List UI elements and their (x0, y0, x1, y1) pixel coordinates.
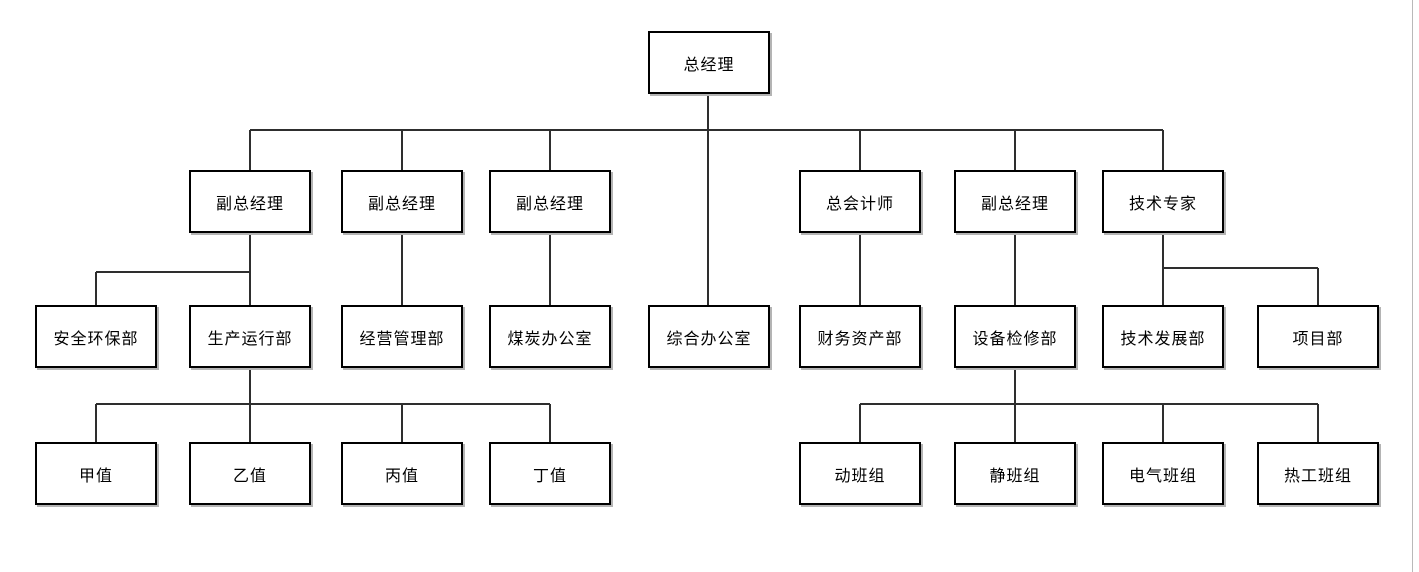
org-node-equipment-maintenance-dept: 设备检修部 (954, 305, 1076, 368)
org-node-static-team: 静班组 (954, 442, 1076, 505)
org-node-shift-d: 丁值 (489, 442, 611, 505)
org-node-deputy-gm-2: 副总经理 (341, 170, 463, 233)
org-node-safety-env-dept: 安全环保部 (35, 305, 157, 368)
org-node-finance-assets-dept: 财务资产部 (799, 305, 921, 368)
org-node-tech-development-dept: 技术发展部 (1102, 305, 1224, 368)
org-node-deputy-gm-3: 副总经理 (489, 170, 611, 233)
org-node-dynamic-team: 动班组 (799, 442, 921, 505)
org-node-deputy-gm-1: 副总经理 (189, 170, 311, 233)
org-node-coal-office: 煤炭办公室 (489, 305, 611, 368)
org-node-project-dept: 项目部 (1257, 305, 1379, 368)
org-node-technical-expert: 技术专家 (1102, 170, 1224, 233)
org-node-shift-a: 甲值 (35, 442, 157, 505)
org-node-business-management-dept: 经营管理部 (341, 305, 463, 368)
org-node-shift-b: 乙值 (189, 442, 311, 505)
org-node-general-office: 综合办公室 (648, 305, 770, 368)
canvas-edge-line (1412, 0, 1413, 572)
org-node-shift-c: 丙值 (341, 442, 463, 505)
org-node-electrical-team: 电气班组 (1102, 442, 1224, 505)
org-node-chief-accountant: 总会计师 (799, 170, 921, 233)
org-node-production-operation-dept: 生产运行部 (189, 305, 311, 368)
org-node-thermal-team: 热工班组 (1257, 442, 1379, 505)
org-node-general-manager: 总经理 (648, 31, 770, 94)
org-node-deputy-gm-4: 副总经理 (954, 170, 1076, 233)
